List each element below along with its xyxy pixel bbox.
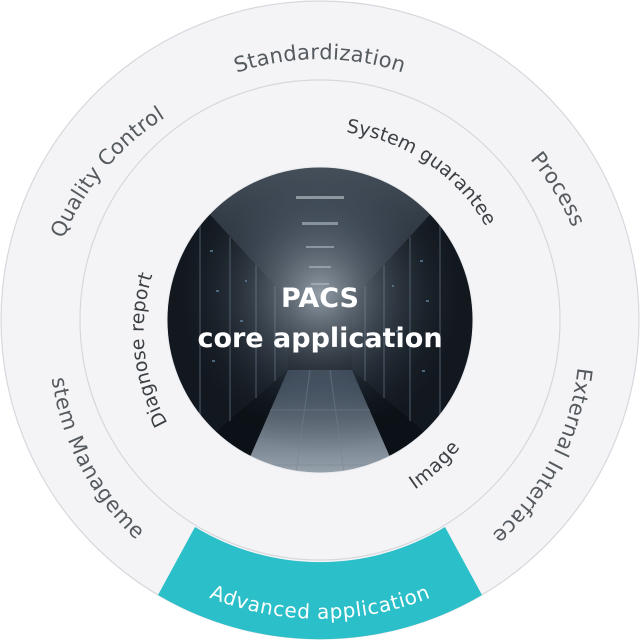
advanced-application-segment <box>158 527 482 640</box>
core-title-line2: core application <box>197 323 442 354</box>
core-title-line1: PACS <box>281 283 359 314</box>
core-server-room-image <box>167 167 473 473</box>
